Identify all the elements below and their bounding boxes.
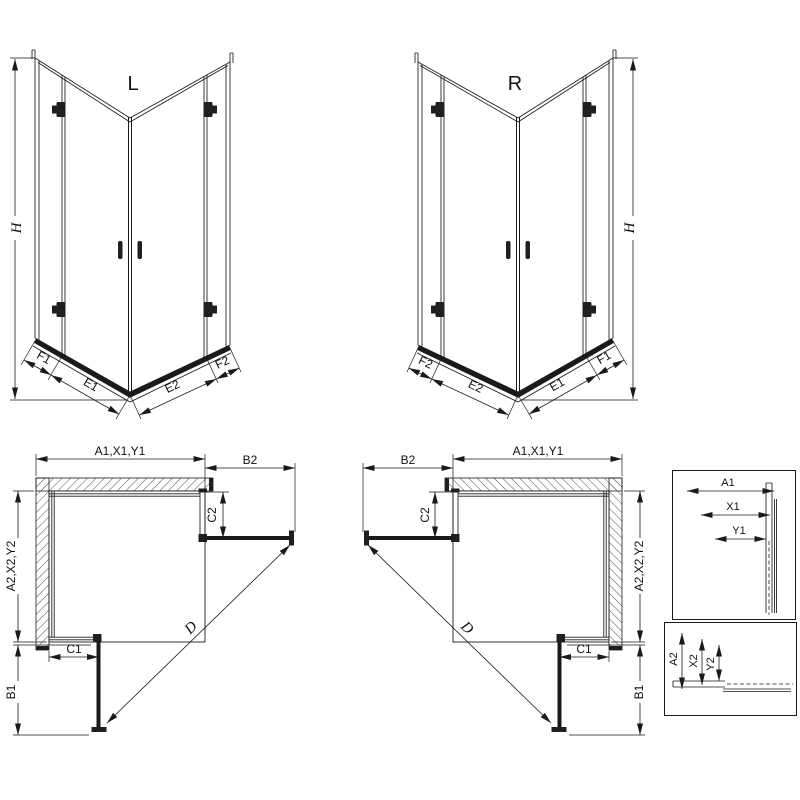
dim-label-a1-detail: A1 (721, 477, 734, 489)
dim-label-f2-l: F2 (213, 353, 232, 372)
dim-label-a2x2y2-left-plan: A2,X2,Y2 (4, 540, 18, 591)
dim-label-height-r: H (622, 221, 638, 234)
dim-label-c2-left-plan: C2 (205, 507, 219, 523)
plan-view-right: A1,X1,Y1 B2 C2 A2,X2,Y2 C1 B1 D (330, 444, 655, 780)
plan-enclosure-graphic (13, 454, 296, 736)
wall-top (35, 477, 214, 492)
dim-label-f1-r: F1 (594, 348, 613, 367)
dim-label-b1-left-plan: B1 (4, 684, 18, 699)
iso-enclosure-graphic (10, 49, 242, 420)
dim-label-height-l: H (9, 221, 25, 234)
dim-label-x1-detail: X1 (726, 501, 739, 513)
variant-label-r: R (508, 73, 522, 95)
dim-label-b1-right-plan: B1 (632, 684, 646, 699)
variant-label-l: L (127, 73, 138, 95)
dim-label-y2-detail: Y2 (705, 657, 717, 670)
profile-detail-bottom-svg: A2 X2 Y2 (668, 633, 793, 692)
dim-label-a2-detail: A2 (668, 652, 680, 665)
profile-detail-bottom: A2 X2 Y2 (664, 622, 797, 716)
wall-side (35, 477, 50, 651)
dim-label-f2-r: F2 (416, 353, 435, 372)
dim-label-e1-l: E1 (81, 375, 101, 395)
profile-graphic-horizontal (672, 633, 793, 692)
dim-label-c2-right-plan: C2 (418, 507, 432, 523)
profile-detail-top: A1 X1 Y1 (672, 470, 796, 620)
dim-label-e2-l: E2 (163, 377, 183, 396)
dim-label-a2x2y2-right-plan: A2,X2,Y2 (632, 540, 646, 591)
dim-label-b2-right-plan: B2 (401, 453, 416, 467)
iso-view-left: L H F1 E1 E2 F2 (9, 49, 242, 420)
profile-detail-top-svg: A1 X1 Y1 (687, 477, 777, 615)
dim-label-x2-detail: X2 (688, 654, 700, 667)
profile-graphic-vertical (687, 482, 777, 615)
dim-label-c1-left-plan: C1 (66, 642, 82, 656)
iso-view-right: R H F2 E2 E1 F1 (390, 38, 640, 433)
dim-label-a1x1y1-left-plan: A1,X1,Y1 (95, 444, 146, 458)
dim-label-e1-r: E1 (547, 375, 567, 395)
dim-label-a1x1y1-right-plan: A1,X1,Y1 (513, 444, 564, 458)
dim-label-y1-detail: Y1 (732, 525, 745, 537)
dim-label-e2-r: E2 (466, 377, 486, 396)
dim-label-b2-left-plan: B2 (243, 453, 258, 467)
dim-label-c1-right-plan: C1 (576, 642, 592, 656)
dim-label-f1-l: F1 (34, 348, 53, 367)
plan-view-left: A1,X1,Y1 B2 C2 A2,X2,Y2 C1 B1 D (4, 444, 296, 736)
